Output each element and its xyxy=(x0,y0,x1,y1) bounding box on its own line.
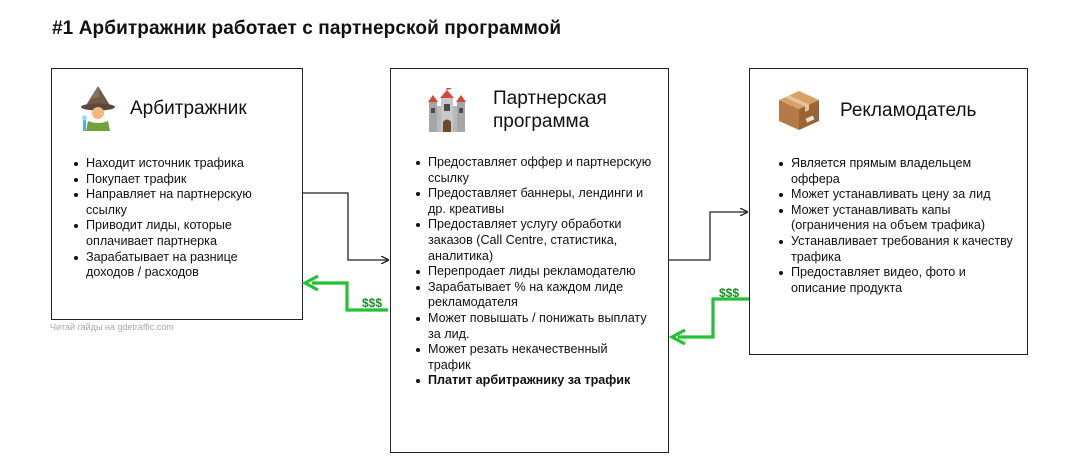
castle-icon xyxy=(427,88,467,132)
list-item: Может повышать / понижать выплату за лид… xyxy=(413,311,653,342)
partner-program-box: Партнерская программа Предоставляет оффе… xyxy=(390,68,669,453)
watermark: Читай гайды на gdetraffic.com xyxy=(50,322,174,332)
list-item: Может резать некачественный трафик xyxy=(413,342,653,373)
list-item: Может устанавливать цену за лид xyxy=(776,187,1016,203)
affiliate-header: Арбитражник xyxy=(80,85,247,131)
advertiser-header: Рекламодатель xyxy=(776,89,976,131)
affiliate-box: Арбитражник Находит источник трафика Пок… xyxy=(51,68,303,320)
partner-program-title: Партнерская программа xyxy=(493,88,607,132)
affiliate-points: Находит источник трафика Покупает трафик… xyxy=(71,156,276,281)
package-icon xyxy=(776,89,822,131)
advertiser-box: Рекламодатель Является прямым владельцем… xyxy=(749,68,1028,355)
traffic-arrow-left xyxy=(303,192,388,260)
money-arrow-right xyxy=(678,297,749,339)
list-item: Приводит лиды, которые оплачивает партне… xyxy=(71,218,276,249)
partner-program-points: Предоставляет оффер и партнерскую ссылку… xyxy=(413,155,653,389)
affiliate-title: Арбитражник xyxy=(130,97,247,119)
list-item: Предоставляет оффер и партнерскую ссылку xyxy=(413,155,653,186)
partner-program-header: Партнерская программа xyxy=(427,87,653,133)
list-item: Перепродает лиды рекламодателю xyxy=(413,264,653,280)
list-item: Предоставляет видео, фото и описание про… xyxy=(776,265,1016,296)
list-item: Зарабатывает на разнице доходов / расход… xyxy=(71,250,276,281)
advertiser-points: Является прямым владельцем оффера Может … xyxy=(776,156,1016,296)
wizard-icon xyxy=(80,85,116,131)
list-item: Устанавливает требования к качеству траф… xyxy=(776,234,1016,265)
money-label-left: $$$ xyxy=(362,296,383,310)
list-item: Может устанавливать капы (ограничения на… xyxy=(776,203,1016,234)
list-item: Является прямым владельцем оффера xyxy=(776,156,1016,187)
list-item: Находит источник трафика xyxy=(71,156,276,172)
list-item: Направляет на партнерскую ссылку xyxy=(71,187,276,218)
traffic-arrow-right xyxy=(669,212,747,261)
list-item: Покупает трафик xyxy=(71,172,276,188)
list-item: Предоставляет баннеры, лендинги и др. кр… xyxy=(413,186,653,217)
list-item: Платит арбитражнику за трафик xyxy=(413,373,653,389)
list-item: Зарабатывает % на каждом лиде рекламодат… xyxy=(413,280,653,311)
money-label-right: $$$ xyxy=(719,286,740,300)
page-title: #1 Арбитражник работает с партнерской пр… xyxy=(52,18,562,39)
advertiser-title: Рекламодатель xyxy=(840,99,977,121)
list-item: Предоставляет услугу обработки заказов (… xyxy=(413,217,653,264)
